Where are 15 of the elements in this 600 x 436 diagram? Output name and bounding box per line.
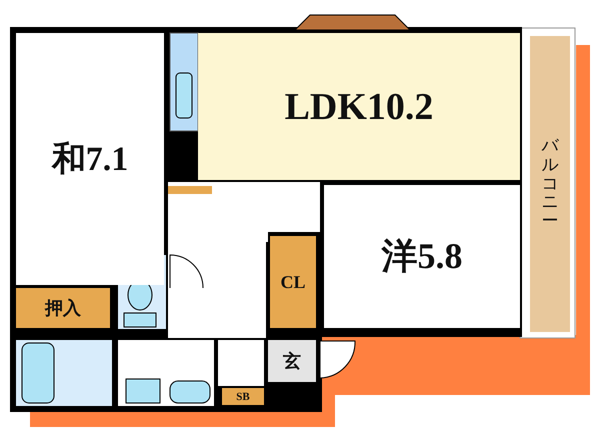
closet: [270, 236, 316, 328]
storage-closet: [16, 288, 110, 328]
room-label: バルコニー: [542, 137, 558, 231]
room-label: 和7.1: [52, 140, 128, 180]
room-label: LDK10.2: [284, 84, 434, 128]
room-label: 玄: [283, 350, 301, 373]
room-label: SB: [236, 390, 250, 402]
room-label: CL: [280, 272, 306, 292]
room-label: 押入: [45, 297, 81, 320]
room-label: 洋5.8: [382, 235, 462, 278]
shoe-box: [222, 388, 264, 405]
living-dining-kitchen: [198, 33, 520, 180]
balcony: [530, 36, 570, 332]
entrance: [268, 340, 316, 382]
room: [324, 185, 520, 328]
